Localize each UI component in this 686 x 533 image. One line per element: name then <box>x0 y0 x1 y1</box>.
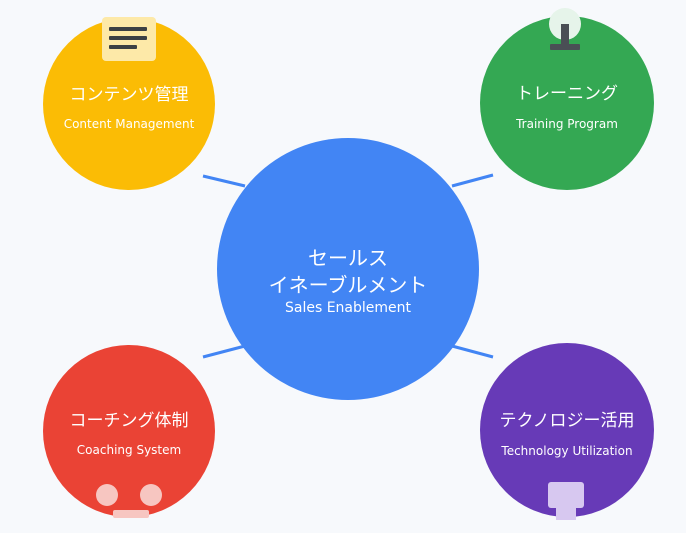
connector-technology <box>451 344 494 359</box>
node-training-title: トレーニング <box>516 84 618 104</box>
center-subtitle: Sales Enablement <box>284 300 411 316</box>
connector-training <box>451 173 494 188</box>
node-technology-subtitle: Technology Utilization <box>501 444 633 458</box>
node-coaching-subtitle: Coaching System <box>76 443 182 457</box>
people-icon <box>96 484 168 524</box>
node-content-subtitle: Content Management <box>63 117 195 131</box>
node-coaching-title: コーチング体制 <box>69 411 189 431</box>
connector-content <box>202 174 246 188</box>
device-icon <box>548 482 584 522</box>
document-icon <box>102 17 156 61</box>
node-sales-enablement: セールス イネーブルメント Sales Enablement <box>217 138 479 400</box>
center-title-line1: セールス <box>308 246 388 270</box>
node-content-title: コンテンツ管理 <box>69 85 189 105</box>
node-training-subtitle: Training Program <box>516 117 618 131</box>
node-technology-title: テクノロジー活用 <box>499 411 635 431</box>
connector-coaching <box>202 344 246 359</box>
trophy-icon <box>547 8 583 52</box>
node-coaching-system: コーチング体制 Coaching System <box>43 345 215 517</box>
center-title-line2: イネーブルメント <box>268 273 428 297</box>
